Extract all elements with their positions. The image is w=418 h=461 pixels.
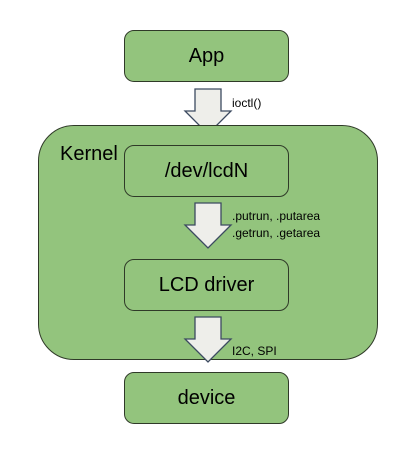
dev-lcdn-label: /dev/lcdN — [164, 159, 249, 182]
lcd-driver-node: LCD driver — [124, 259, 289, 311]
file-ops-line-2: .getrun, .getarea — [232, 226, 321, 240]
lcd-driver-label: LCD driver — [158, 273, 255, 296]
kernel-label: Kernel — [60, 143, 118, 165]
app-label: App — [188, 44, 225, 67]
bus-label: I2C, SPI — [232, 344, 277, 358]
ioctl-label: ioctl() — [232, 96, 262, 110]
arrow-driver-to-device — [183, 316, 233, 363]
arrow-app-to-dev — [183, 88, 233, 135]
dev-lcdn-node: /dev/lcdN — [124, 145, 289, 197]
device-label: device — [177, 386, 236, 409]
device-node: device — [124, 372, 289, 424]
file-ops-label: .putrun, .putarea .getrun, .getarea — [232, 208, 320, 242]
arrow-dev-to-driver — [183, 202, 233, 249]
file-ops-line-1: .putrun, .putarea — [232, 209, 321, 223]
app-node: App — [124, 30, 289, 82]
